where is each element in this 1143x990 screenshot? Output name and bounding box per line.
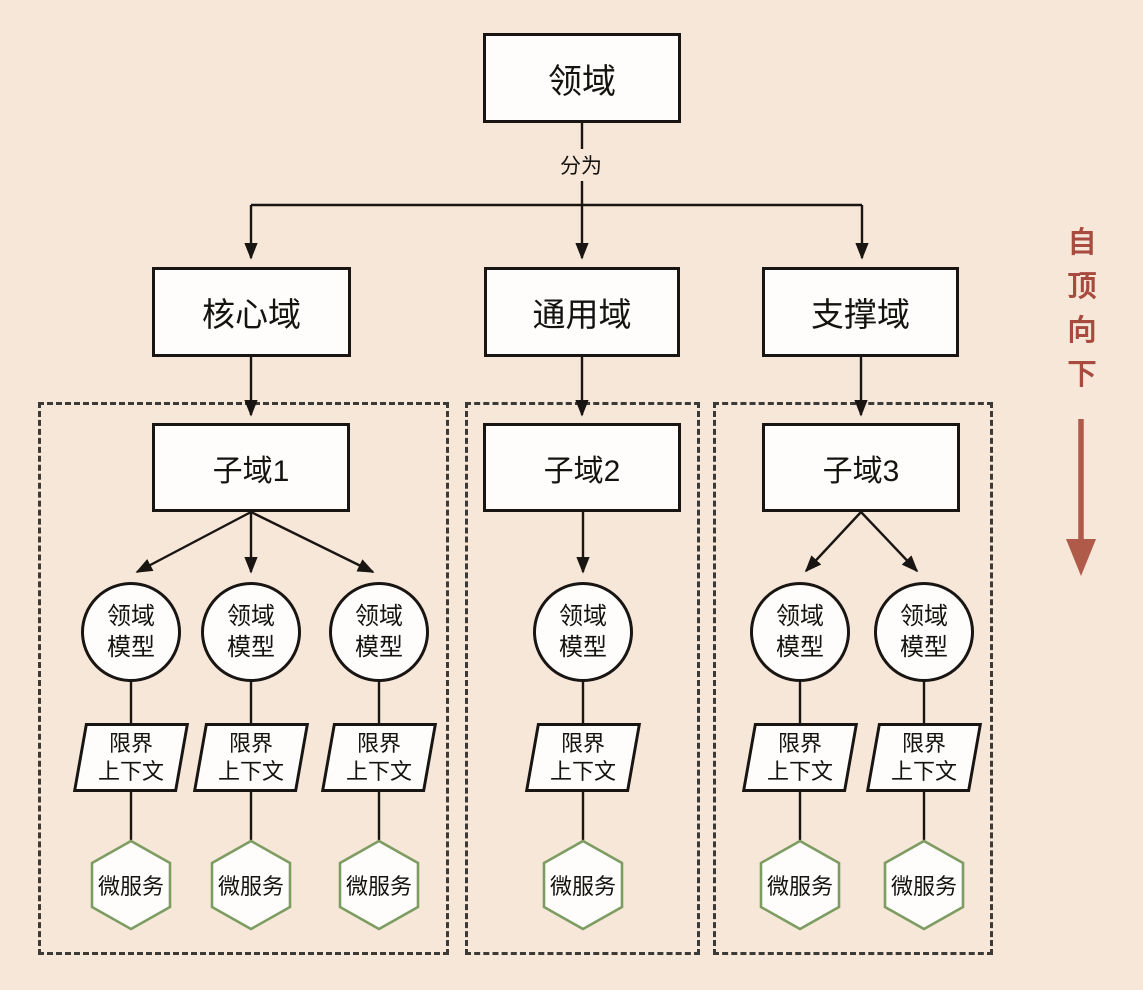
top-down-arrow <box>1066 419 1096 576</box>
node-microservice: 微服务 <box>89 839 173 931</box>
side-note-top-down: 自 顶 向 下 <box>1067 227 1097 391</box>
node-bounded-context: 限界上下文 <box>865 723 983 792</box>
hexagon-shape <box>338 839 420 931</box>
node-supporting-domain: 支撑域 <box>762 267 959 357</box>
node-bounded-context: 限界上下文 <box>524 723 642 792</box>
node-subdomain-1: 子域1 <box>152 423 350 512</box>
node-microservice: 微服务 <box>758 839 842 931</box>
hexagon-shape <box>210 839 292 931</box>
hexagon-shape <box>90 839 172 931</box>
node-domain-model: 领域模型 <box>750 582 850 682</box>
node-bounded-context: 限界上下文 <box>72 723 190 792</box>
node-domain-model: 领域模型 <box>329 582 429 682</box>
node-microservice: 微服务 <box>541 839 625 931</box>
edge-label-split: 分为 <box>553 149 609 181</box>
edge-sub3-model2 <box>860 511 919 573</box>
node-domain-root: 领域 <box>483 33 681 123</box>
edge-sub3-model1 <box>804 511 862 573</box>
node-microservice: 微服务 <box>882 839 966 931</box>
node-bounded-context: 限界上下文 <box>320 723 438 792</box>
hexagon-shape <box>759 839 841 931</box>
edge-sub1-model3 <box>250 510 375 574</box>
node-domain-model: 领域模型 <box>81 582 181 682</box>
node-subdomain-2: 子域2 <box>483 423 681 512</box>
node-generic-domain: 通用域 <box>484 267 680 357</box>
hexagon-shape <box>883 839 965 931</box>
node-domain-model: 领域模型 <box>874 582 974 682</box>
node-microservice: 微服务 <box>209 839 293 931</box>
node-domain-model: 领域模型 <box>201 582 301 682</box>
group-box-subdomain-1 <box>38 402 449 955</box>
edge-sub1-model1 <box>135 510 252 574</box>
node-core-domain: 核心域 <box>152 267 351 357</box>
node-bounded-context: 限界上下文 <box>741 723 859 792</box>
hexagon-shape <box>542 839 624 931</box>
node-microservice: 微服务 <box>337 839 421 931</box>
node-domain-model: 领域模型 <box>533 582 633 682</box>
group-box-subdomain-3 <box>713 402 993 955</box>
node-bounded-context: 限界上下文 <box>192 723 310 792</box>
node-subdomain-3: 子域3 <box>762 423 960 512</box>
